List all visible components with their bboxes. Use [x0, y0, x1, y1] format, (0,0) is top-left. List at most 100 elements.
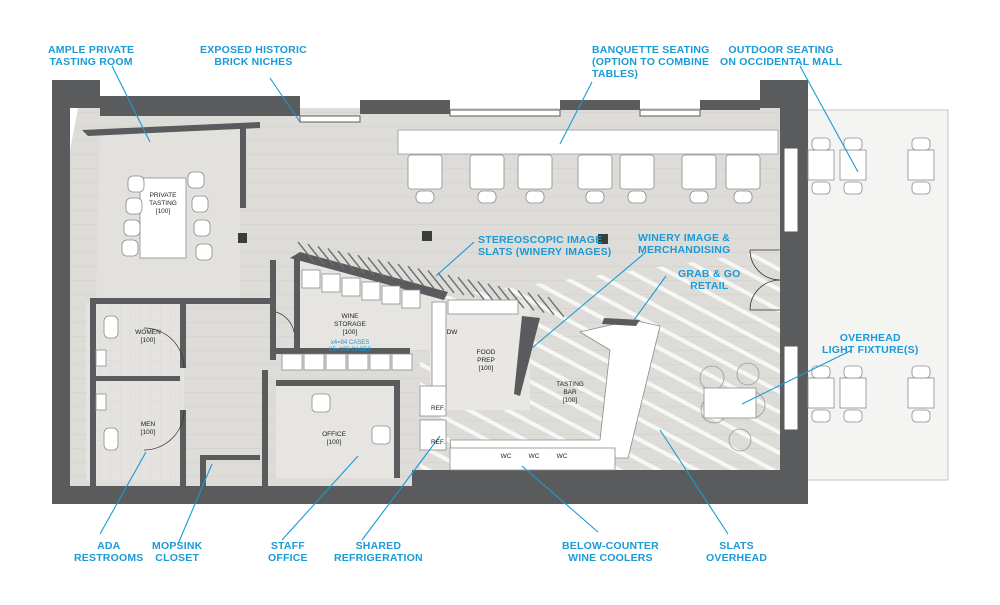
slat-line — [357, 254, 375, 276]
banquette-table — [577, 154, 613, 190]
outdoor-chair — [911, 365, 931, 379]
callout-line: (OPTION TO COMBINE — [592, 56, 710, 68]
outdoor-table — [839, 149, 867, 181]
office-chairs — [311, 393, 391, 445]
slat-line — [367, 256, 385, 278]
callout-line: TABLES) — [592, 68, 639, 80]
callout-line: SLATS — [719, 540, 754, 552]
private-tasting-label: TASTING — [149, 200, 177, 207]
callout-line: STEREOSCOPIC IMAGE — [478, 234, 603, 246]
outdoor-tables — [807, 137, 935, 423]
food-prep-floor — [430, 300, 530, 410]
stereoscopic-slats — [297, 241, 565, 318]
food-prep-label: FOOD — [477, 349, 496, 356]
slat-line — [397, 263, 415, 285]
callout-line: RETAIL — [690, 280, 729, 292]
callout-mopsink: MOPSINK CLOSET — [152, 540, 202, 564]
banquette-table — [725, 154, 761, 190]
callout-grab-go: GRAB & GO RETAIL — [678, 268, 740, 292]
entry-doors — [749, 249, 781, 311]
banquette-chair — [585, 190, 605, 204]
slat-line — [447, 274, 465, 296]
outdoor-chair — [911, 181, 931, 195]
banquette-bench — [397, 129, 779, 155]
outdoor-chair — [843, 365, 863, 379]
wine-rack — [381, 285, 401, 305]
wc-label: WC — [557, 453, 568, 460]
callout-line: OVERHEAD — [706, 552, 768, 564]
private-chair — [191, 195, 209, 213]
slat-line — [327, 248, 345, 270]
ref-unit-1 — [419, 385, 447, 417]
callout-line: TASTING ROOM — [49, 56, 133, 68]
women-label: [100] — [141, 337, 156, 344]
wine-storage-label: WINE — [342, 313, 360, 320]
wine-racks — [281, 269, 421, 371]
callout-line: OFFICE — [268, 552, 308, 564]
banquette-table — [681, 154, 717, 190]
slat-line — [337, 250, 355, 272]
callout-line: STAFF — [270, 540, 305, 552]
callout-line: ADA — [97, 540, 121, 552]
private-chair — [121, 239, 139, 257]
prep-top-counter — [447, 299, 519, 315]
banquette-chair — [733, 190, 753, 204]
cases-label: X5=105 CASES — [329, 347, 372, 353]
wine-rack — [391, 353, 413, 371]
lounge-table — [703, 387, 757, 419]
wine-rack — [303, 353, 325, 371]
brick-niches — [238, 231, 608, 244]
callout-winery-image: WINERY IMAGE & MERCHANDISING — [638, 232, 730, 256]
slat-line — [387, 261, 405, 283]
outdoor-chair — [911, 137, 931, 151]
outdoor-table — [907, 377, 935, 409]
banquette-table — [619, 154, 655, 190]
leader-lines — [99, 65, 859, 545]
restroom-fixtures — [95, 315, 119, 451]
windows — [299, 109, 799, 431]
banquette-chair — [627, 190, 647, 204]
callout-private-tasting: AMPLE PRIVATE TASTING ROOM — [48, 44, 134, 68]
wine-rack — [369, 353, 391, 371]
callout-line: CLOSET — [155, 552, 200, 564]
callout-line: SLATS (WINERY IMAGES) — [478, 246, 612, 258]
callout-outdoor: OUTDOOR SEATING ON OCCIDENTAL MALL — [720, 44, 842, 68]
callout-line: AMPLE PRIVATE — [48, 44, 135, 56]
wc-label: WC — [529, 453, 540, 460]
slat-line — [507, 287, 525, 309]
callout-line: OVERHEAD — [839, 332, 901, 344]
slat-line — [347, 252, 365, 274]
prep-partition — [514, 316, 540, 396]
grab-go-rack — [602, 318, 640, 326]
callout-line: BRICK NICHES — [214, 56, 293, 68]
outdoor-chair — [843, 181, 863, 195]
outdoor-chair — [811, 181, 831, 195]
case-labels: x4=84 CASES X5=105 CASES — [329, 340, 372, 353]
private-chair — [125, 197, 143, 215]
slat-line — [427, 270, 445, 292]
interior-walls — [82, 122, 448, 490]
outdoor-table — [807, 149, 835, 181]
wine-storage-label: [100] — [343, 329, 358, 336]
callout-line: RESTROOMS — [74, 552, 144, 564]
men-label: [100] — [141, 429, 156, 436]
wine-rack — [347, 353, 369, 371]
food-prep-label: PREP — [477, 357, 495, 364]
private-chair — [187, 171, 205, 189]
slat-line — [417, 267, 435, 289]
slat-line — [517, 289, 535, 311]
callout-brick-niches: EXPOSED HISTORIC BRICK NICHES — [200, 44, 307, 68]
wine-rack — [341, 277, 361, 297]
callout-line: EXPOSED HISTORIC — [200, 44, 307, 56]
callout-line: BANQUETTE SEATING — [592, 44, 710, 56]
dw-label: DW — [447, 329, 459, 336]
slat-line — [377, 259, 395, 281]
private-table — [139, 177, 187, 259]
private-chair — [127, 175, 145, 193]
callout-slats: SLATS OVERHEAD — [706, 540, 767, 564]
women-label: WOMEN — [135, 329, 161, 336]
banquette-table — [407, 154, 443, 190]
wc-label: WC — [501, 453, 512, 460]
ref-label: REF. — [431, 439, 445, 446]
